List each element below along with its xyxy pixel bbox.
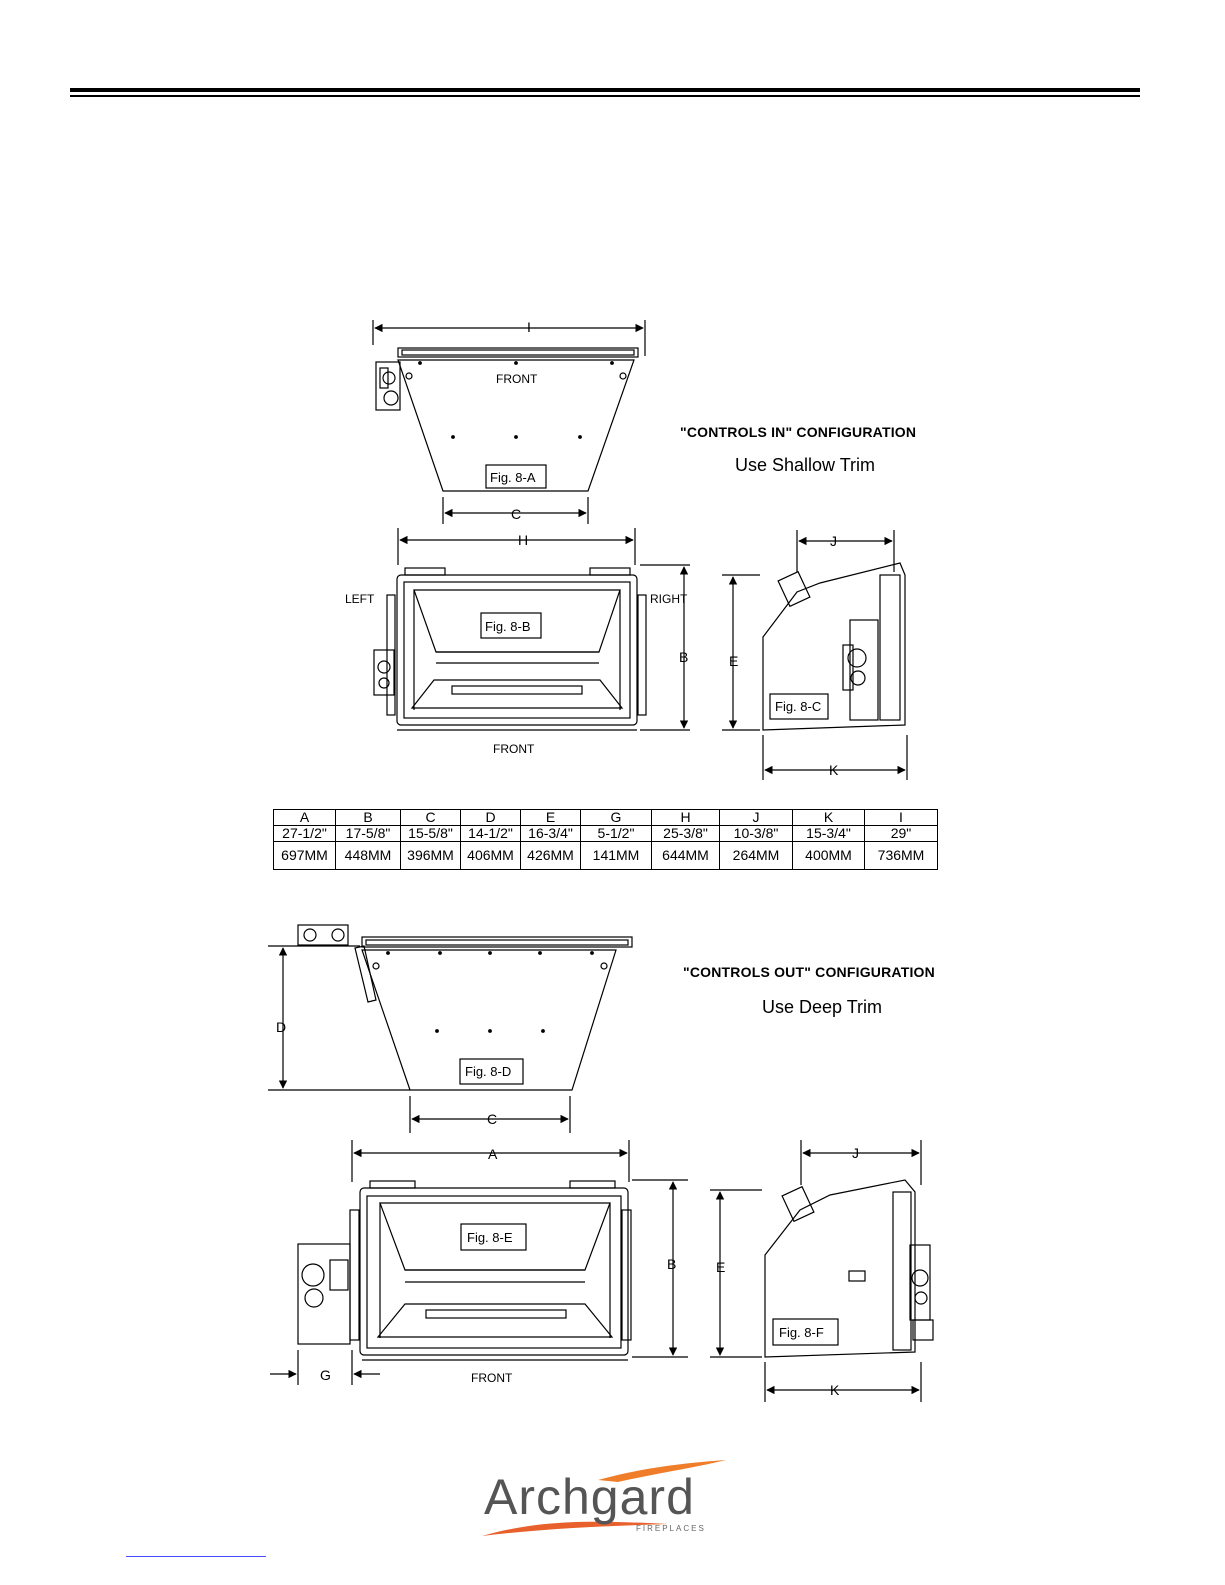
dim-inch-cell: 14-1/2"	[460, 825, 521, 842]
flame-swoosh-icon	[482, 1460, 726, 1536]
dim-header-cell: K	[792, 809, 865, 826]
dim-h-label: H	[518, 532, 528, 548]
dim-header-cell: A	[273, 809, 336, 826]
fig-8e-front-label: FRONT	[471, 1371, 513, 1385]
fig-8d-drawing	[268, 924, 633, 1133]
fig-8b-right-label: RIGHT	[650, 592, 688, 606]
fig-8e-box	[460, 1223, 527, 1251]
dim-e-label-c: E	[729, 653, 738, 669]
dim-inch-cell: 16-3/4"	[520, 825, 581, 842]
dim-header-cell: E	[520, 809, 581, 826]
dim-mm-cell: 400MM	[792, 841, 865, 870]
dim-inch-cell: 27-1/2"	[273, 825, 336, 842]
dim-mm-cell: 426MM	[520, 841, 581, 870]
fig-8f-drawing	[710, 1140, 934, 1402]
fig-8b-left-label: LEFT	[345, 592, 375, 606]
fig-8f-box	[772, 1318, 839, 1346]
fig-8d-label: Fig. 8-D	[465, 1064, 511, 1079]
dim-b-label-e: B	[667, 1256, 676, 1272]
dim-inch-cell: 25-3/8"	[651, 825, 720, 842]
fig-8b-drawing	[373, 528, 690, 731]
logo-wordmark: Archgard	[484, 1469, 695, 1525]
fig-8f-label: Fig. 8-F	[779, 1325, 824, 1340]
fig-8a-drawing	[372, 320, 646, 524]
config-in-trim: Use Shallow Trim	[735, 455, 876, 475]
dim-header-cell: J	[719, 809, 793, 826]
dim-c-label-a: C	[511, 506, 521, 522]
dim-mm-cell: 448MM	[335, 841, 401, 870]
dim-d-label: D	[276, 1019, 286, 1035]
dim-k-label-f: K	[830, 1382, 840, 1398]
fig-8a-box	[485, 464, 547, 489]
dim-c-label-d: C	[487, 1111, 497, 1127]
config-in-title: "CONTROLS IN" CONFIGURATION	[680, 424, 917, 440]
fig-8e-drawing	[270, 1140, 688, 1385]
dim-mm-cell: 406MM	[460, 841, 521, 870]
dimensions-mm-row: 697MM 448MM 396MM 406MM 426MM 141MM 644M…	[273, 841, 938, 870]
footer-link-underline[interactable]	[126, 1556, 266, 1557]
header-rule-thin	[70, 95, 1140, 97]
dim-b-label-b: B	[679, 649, 688, 665]
fig-8b-box	[480, 612, 542, 639]
dim-a-label: A	[488, 1146, 498, 1162]
config-out-trim: Use Deep Trim	[762, 997, 883, 1017]
dim-e-label-f: E	[716, 1259, 725, 1275]
fig-8e-label: Fig. 8-E	[467, 1230, 513, 1245]
dim-header-cell: I	[864, 809, 938, 826]
dim-inch-cell: 15-5/8"	[400, 825, 461, 842]
dim-inch-cell: 15-3/4"	[792, 825, 865, 842]
dimensions-header-row: A B C D E G H J K I	[273, 809, 938, 826]
dim-j-label-c: J	[830, 533, 837, 549]
dim-inch-cell: 10-3/8"	[719, 825, 793, 842]
dim-i-label-a: I	[527, 319, 531, 335]
dim-mm-cell: 264MM	[719, 841, 793, 870]
dim-mm-cell: 697MM	[273, 841, 336, 870]
dim-mm-cell: 736MM	[864, 841, 938, 870]
fig-8a-label: Fig. 8-A	[490, 470, 536, 485]
config-out-title: "CONTROLS OUT" CONFIGURATION	[683, 964, 935, 980]
dim-header-cell: G	[580, 809, 652, 826]
dim-inch-cell: 5-1/2"	[580, 825, 652, 842]
dim-inch-cell: 29"	[864, 825, 938, 842]
fig-8d-box	[459, 1058, 524, 1085]
dimensions-table: A B C D E G H J K I 27-1/2" 17-5/8" 15-5…	[273, 809, 938, 870]
dim-header-cell: H	[651, 809, 720, 826]
dim-mm-cell: 396MM	[400, 841, 461, 870]
dim-j-label-f: J	[852, 1145, 859, 1161]
dimensions-inches-row: 27-1/2" 17-5/8" 15-5/8" 14-1/2" 16-3/4" …	[273, 825, 938, 842]
fig-8c-label: Fig. 8-C	[775, 699, 821, 714]
fig-8c-box	[769, 693, 829, 720]
dim-header-cell: C	[400, 809, 461, 826]
fig-8b-label: Fig. 8-B	[485, 619, 531, 634]
dim-g-label: G	[320, 1367, 331, 1383]
logo-subtitle: FIREPLACES	[636, 1524, 706, 1533]
archgard-logo: Archgard FIREPLACES	[478, 1458, 728, 1540]
dim-inch-cell: 17-5/8"	[335, 825, 401, 842]
dim-mm-cell: 141MM	[580, 841, 652, 870]
fig-8a-front-label: FRONT	[496, 372, 538, 386]
dim-header-cell: B	[335, 809, 401, 826]
fig-8c-drawing	[722, 530, 908, 780]
dim-k-label-c: K	[829, 762, 839, 778]
dim-header-cell: D	[460, 809, 521, 826]
header-rule	[70, 88, 1140, 92]
fig-8b-front-label: FRONT	[493, 742, 535, 756]
dim-mm-cell: 644MM	[651, 841, 720, 870]
